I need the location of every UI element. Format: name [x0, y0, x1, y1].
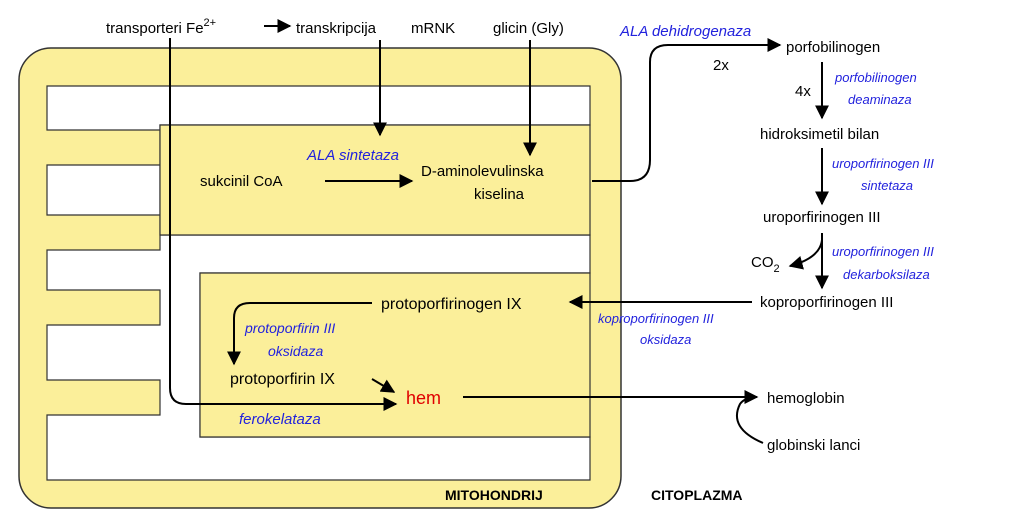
citoplazma-label: CITOPLAZMA	[651, 487, 743, 503]
multiplier-4x: 4x	[795, 83, 811, 100]
mitohondrij-label: MITOHONDRIJ	[445, 487, 543, 503]
transkripcija-label: transkripcija	[296, 20, 377, 37]
pbg-deaminaza-line1: porfobilinogen	[834, 70, 917, 85]
uro-sintetaza-line1: uroporfirinogen III	[832, 156, 934, 171]
koproporfirinogen-label: koproporfirinogen III	[760, 294, 893, 311]
sukcinil-coa-label: sukcinil CoA	[200, 173, 283, 190]
arrow-globin-to-hemoglobin	[735, 396, 764, 444]
proto-oksidaza-line2: oksidaza	[268, 343, 323, 359]
ala-sintetaza-label: ALA sintetaza	[306, 147, 399, 164]
arrow-protogen-to-proto	[227, 302, 372, 366]
hemoglobin-label: hemoglobin	[767, 390, 845, 407]
transporter-fe-label: transporteri Fe2+	[106, 17, 216, 37]
mrnk-label: mRNK	[411, 20, 455, 37]
uroporfirinogen-label: uroporfirinogen III	[763, 209, 881, 226]
ala-label-line1: D-aminolevulinska	[421, 163, 544, 180]
kopro-oksidaza-line1: koproporfirinogen III	[598, 311, 714, 326]
globinski-lanci-label: globinski lanci	[767, 437, 860, 454]
arrow-fe-to-hem	[169, 38, 398, 411]
protoporfirinogen-label: protoporfirinogen IX	[381, 296, 522, 313]
hidroksimetil-bilan-label: hidroksimetil bilan	[760, 126, 879, 143]
hem-label: hem	[406, 388, 441, 408]
multiplier-2x: 2x	[713, 57, 729, 74]
co2-label: CO2	[751, 254, 780, 275]
ala-label-line2: kiselina	[474, 186, 525, 203]
glicin-label: glicin (Gly)	[493, 20, 564, 37]
arrow-proto-to-hem	[371, 378, 396, 393]
kopro-oksidaza-line2: oksidaza	[640, 332, 691, 347]
pbg-deaminaza-line2: deaminaza	[848, 92, 912, 107]
proto-oksidaza-line1: protoporfirin III	[244, 320, 335, 336]
arrow-ala-to-porfobilinogen	[592, 38, 782, 182]
arrow-co2-release	[788, 239, 823, 270]
uro-dekarboksilaza-line1: uroporfirinogen III	[832, 244, 934, 259]
uro-dekarboksilaza-line2: dekarboksilaza	[843, 267, 930, 282]
ferokelataza-label: ferokelataza	[239, 411, 321, 428]
porfobilinogen-label: porfobilinogen	[786, 39, 880, 56]
protoporfirin-label: protoporfirin IX	[230, 371, 335, 388]
uro-sintetaza-line2: sintetaza	[861, 178, 913, 193]
ala-dehidrogenaza-label: ALA dehidrogenaza	[619, 23, 751, 40]
